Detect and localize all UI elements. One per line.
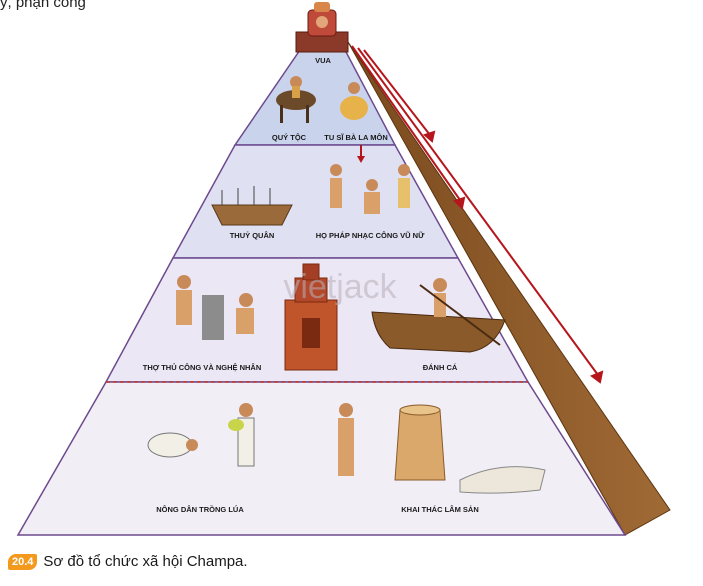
label-forestry: KHAI THÁC LÂM SẢN <box>401 505 479 514</box>
forestry-illustration <box>338 403 546 494</box>
noble-horse-illustration <box>276 76 316 123</box>
tier-4-background <box>16 381 627 536</box>
brahmin-priest-illustration <box>340 82 368 120</box>
label-king: VUA <box>315 56 331 65</box>
figure-number-badge: 20.4 <box>8 553 38 570</box>
label-brahmin-priests: TU SĨ BÀ LA MÔN <box>324 133 387 142</box>
navy-boat-illustration <box>211 186 293 226</box>
header-text-fragment: ý, phận công <box>0 0 86 11</box>
label-craftsmen-artisans: THỢ THỦ CÔNG VÀ NGHỆ NHÂN <box>143 363 261 372</box>
label-nobles: QUÝ TỘC <box>272 133 307 142</box>
pyramid-side-face <box>347 41 671 536</box>
figure-caption: 20.4 Sơ đồ tổ chức xã hội Champa. <box>8 553 248 570</box>
craftsmen-illustration <box>176 275 254 340</box>
performers-illustration <box>330 164 410 214</box>
watermark: vietjack <box>283 268 397 306</box>
label-performers: HỌ PHÁP NHẠC CÔNG VŨ NỮ <box>316 231 425 240</box>
king-statue-icon <box>295 2 349 53</box>
fishing-boat-illustration <box>371 278 506 353</box>
label-rice-farmers: NÔNG DÂN TRỒNG LÚA <box>156 504 244 514</box>
arrow-down-icon <box>357 145 365 163</box>
rice-farmers-illustration <box>147 403 255 467</box>
side-arrows-icon <box>351 45 604 384</box>
label-navy: THUỶ QUÂN <box>230 231 275 240</box>
champa-tower-illustration <box>284 263 338 371</box>
caption-text: Sơ đồ tổ chức xã hội Champa. <box>43 553 248 570</box>
label-fishing: ĐÁNH CÁ <box>423 363 458 372</box>
